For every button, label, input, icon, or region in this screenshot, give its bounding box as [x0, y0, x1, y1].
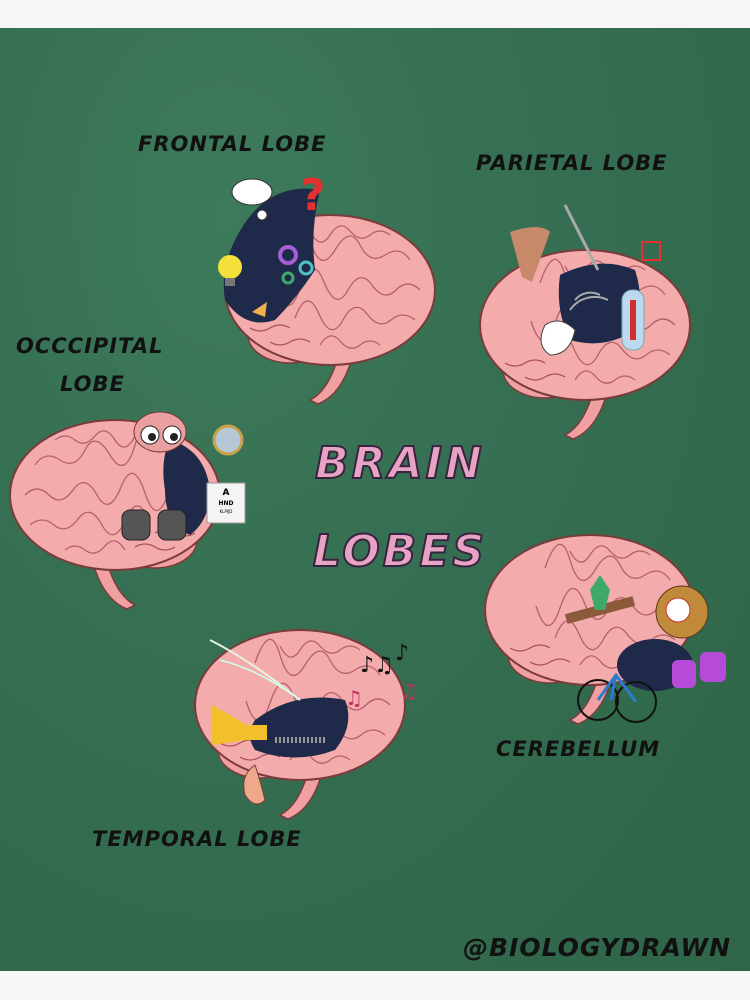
label-frontal-lobe: FRONTAL LOBE	[138, 132, 327, 156]
label-parietal-lobe: PARIETAL LOBE	[476, 151, 668, 175]
eye-chart-row3: KLPIJD	[220, 509, 233, 514]
eye-chart-row1: A	[223, 488, 230, 498]
eye-chart: A HND KLPIJD	[206, 482, 246, 524]
question-mark-icon: ?	[300, 170, 326, 221]
magnifying-glass-icon	[212, 424, 244, 456]
frontal-lobe-brain: ?	[218, 170, 436, 405]
label-occipital-lobe-line1: OCCCIPITAL	[16, 334, 164, 358]
music-notes-icon: ♪♫	[360, 653, 394, 678]
trumpet-icon	[212, 705, 267, 745]
label-cerebellum: CEREBELLUM	[496, 737, 661, 761]
credit-handle: @BIOLOGYDRAWN	[463, 933, 731, 962]
temporal-lobe-brain: ♪♫ ♪ ♫ ♫	[194, 629, 418, 820]
brain-illustrations: ? A HND KLPIJD	[9, 170, 726, 820]
thought-cloud-icon	[231, 178, 273, 206]
poster-background: ? A HND KLPIJD	[0, 28, 750, 971]
cerebellum-brain	[484, 534, 726, 725]
occipital-lobe-brain: A HND KLPIJD	[9, 411, 246, 610]
svg-text:♫: ♫	[400, 679, 418, 703]
ear-icon	[243, 764, 266, 805]
dumbbell-icon	[672, 652, 726, 688]
bicycle-icon	[577, 679, 619, 721]
parietal-lobe-brain	[479, 204, 691, 440]
binoculars-icon	[121, 509, 187, 541]
lightbulb-icon	[218, 255, 242, 279]
needle-icon	[563, 204, 600, 271]
gear-icon	[278, 245, 298, 265]
svg-text:♪: ♪	[395, 641, 409, 666]
label-temporal-lobe: TEMPORAL LOBE	[92, 827, 302, 851]
svg-text:♫: ♫	[345, 686, 363, 710]
leg-icon	[510, 227, 550, 282]
hand-icon	[540, 320, 576, 356]
title-line1: BRAIN	[314, 437, 485, 490]
eye-chart-row2: HND	[218, 500, 233, 507]
title-line2: LOBES	[312, 525, 488, 578]
label-occipital-lobe-line2: LOBE	[60, 372, 125, 396]
